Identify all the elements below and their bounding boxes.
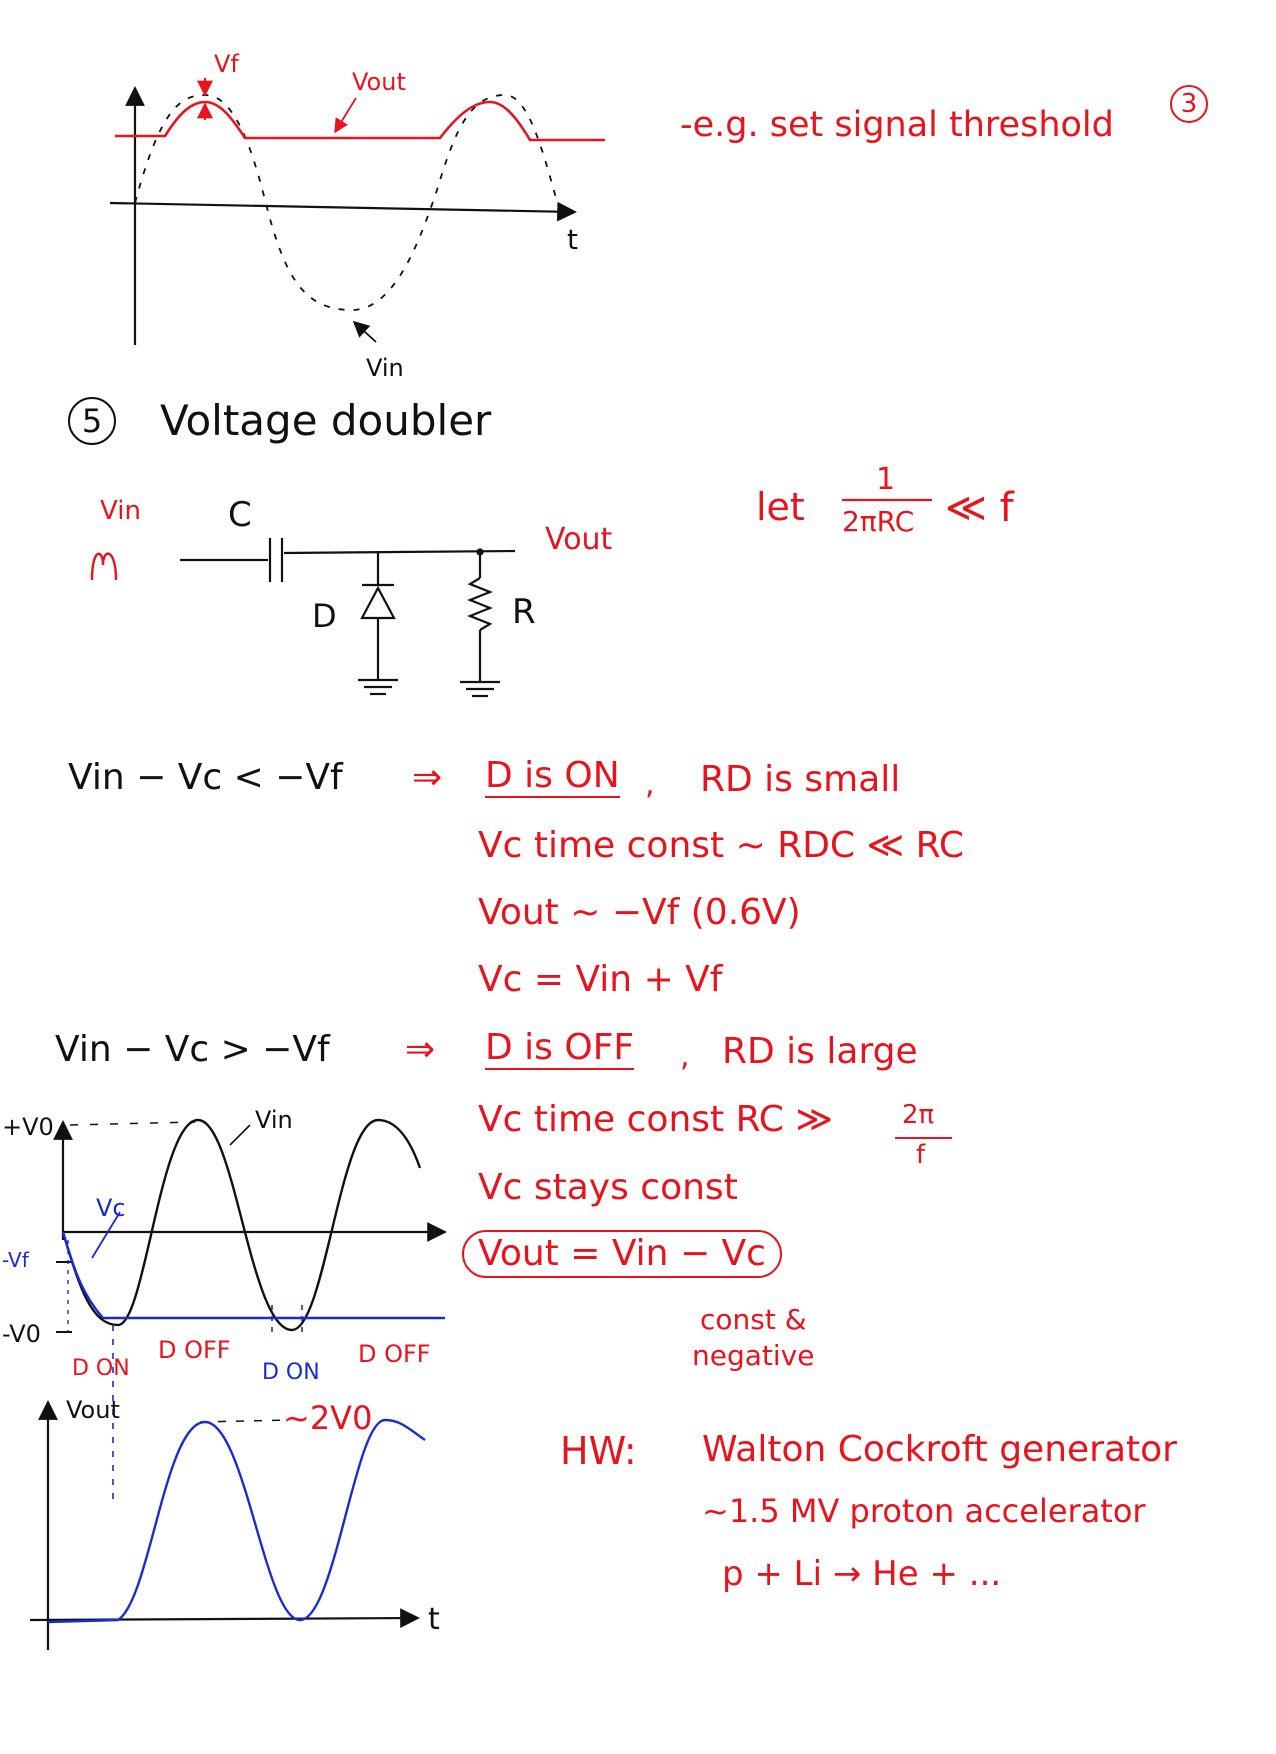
two-v0-label: ~2V0 [283,1399,373,1437]
hw-line-1: Walton Cockroft generator [702,1429,1177,1470]
graph-t-label: t [428,1602,440,1637]
d-is-off: D is OFF [485,1027,635,1070]
off-time-const: Vc time const RC ≫ [478,1099,834,1140]
vout-label-top: Vout [352,68,406,96]
rd-small: RD is small [700,759,901,800]
cond-off: Vin − Vc > −Vf [55,1029,330,1070]
d-on-2: D ON [262,1360,320,1385]
capacitor-label: C [228,495,252,535]
section-number: 5 [68,397,116,445]
vc-blue [61,1231,445,1320]
let-denominator: 2πRC [842,505,915,538]
vf-label: Vf [214,50,239,78]
minus-v0-label: -V0 [2,1320,41,1348]
implies-on: ⇒ [412,757,443,798]
cond-on: Vin − Vc < −Vf [68,757,343,798]
const-and: const & [700,1303,807,1336]
resistor-zigzag [467,577,493,631]
d-off-1: D OFF [158,1336,231,1364]
on-vc: Vc = Vin + Vf [478,959,723,1000]
vout-pointer [334,97,357,134]
diode-label: D [312,597,337,635]
minus-vf-label: -Vf [2,1248,29,1272]
graph-vin-label: Vin [255,1106,293,1134]
t-axis [109,201,577,222]
vout-blue [47,1418,426,1624]
page-number: 3 [1170,85,1208,123]
vin-sine-black [61,1118,422,1332]
clipper-graph [109,78,605,345]
resistor-label: R [512,592,536,632]
let-numerator: 1 [876,462,896,497]
circuit-vout-label: Vout [545,522,613,557]
input-wave-symbol [90,552,118,581]
on-comma: , [645,767,655,802]
on-time-const: Vc time const ~ RDC ≪ RC [478,825,964,866]
on-vout: Vout ~ −Vf (0.6V) [478,892,801,933]
input-sine-dashed [134,94,561,311]
let-word: let [756,485,805,529]
circuit-vin-label: Vin [100,496,141,526]
t-label-top: t [567,223,578,256]
threshold-note: -e.g. set signal threshold [680,105,1114,145]
hw-line-2: ~1.5 MV proton accelerator [702,1492,1146,1530]
plus-v0-label: +V0 [2,1113,54,1141]
doubler-circuit [90,538,516,698]
vin-label-top: Vin [366,354,404,382]
hw-line-3: p + Li → He + ... [722,1554,1002,1594]
vc-stays-const: Vc stays const [478,1167,738,1208]
vout-graph [29,1400,426,1650]
hw-label: HW: [560,1429,637,1473]
vout-result-boxed: Vout = Vin − Vc [462,1230,782,1278]
d-is-on: D is ON [485,755,620,798]
negative: negative [692,1339,815,1372]
section-title: Voltage doubler [160,396,492,445]
d-off-2: D OFF [358,1340,431,1368]
implies-off: ⇒ [405,1029,436,1070]
let-relation: ≪ f [945,485,1014,531]
two-pi: 2π [902,1100,935,1130]
vin-pointer [352,320,377,343]
diode-triangle [360,585,396,620]
rd-large: RD is large [722,1031,918,1072]
over-f: f [916,1140,926,1170]
off-comma: , [680,1039,690,1074]
graph-vc-label: Vc [96,1194,126,1222]
clipped-output-red [115,100,605,142]
graph-vout-label: Vout [66,1396,120,1424]
d-on-1: D ON [72,1356,130,1381]
vin-vc-graph [53,1118,447,1505]
